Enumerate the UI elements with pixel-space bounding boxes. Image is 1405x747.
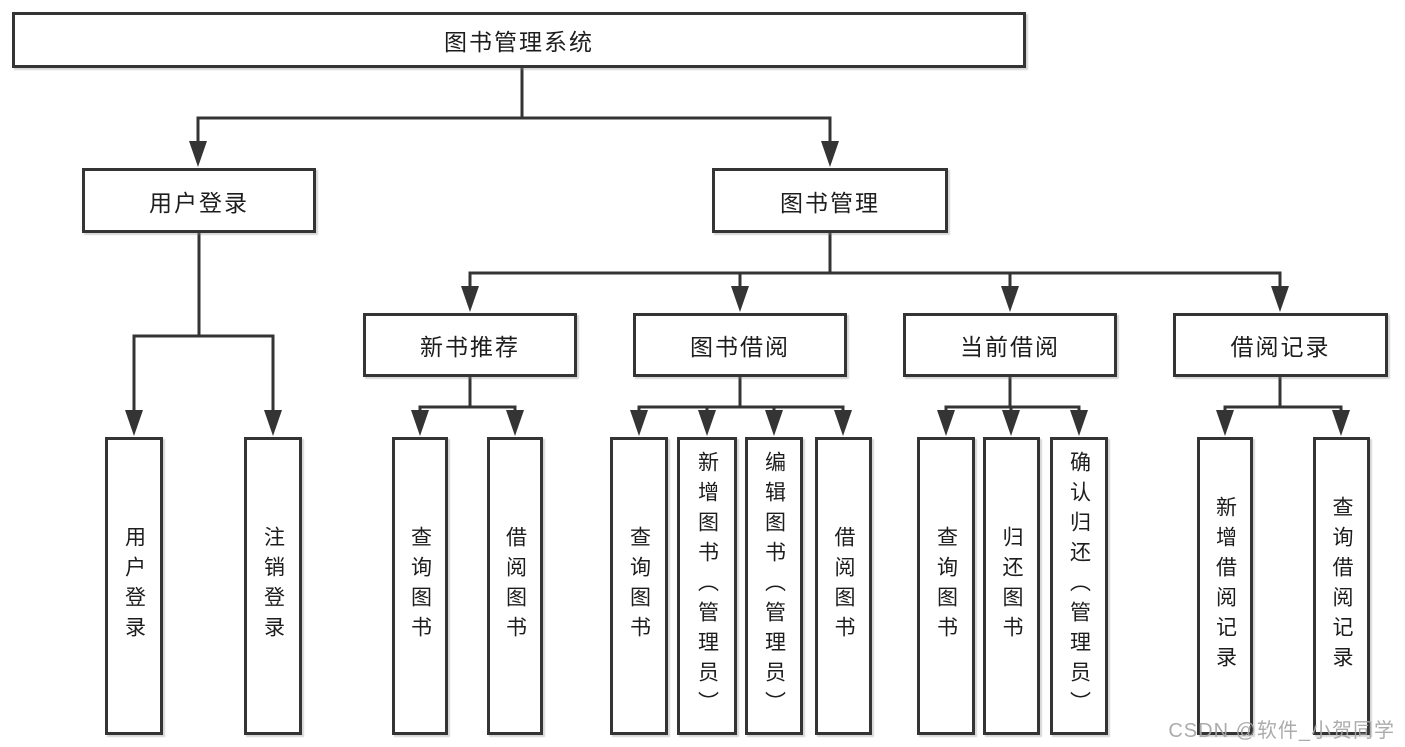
- leaf-label: 查询图书: [408, 526, 432, 646]
- node-label: 当前借阅: [960, 334, 1060, 360]
- leaf-query-books-current: 查询图书: [917, 437, 975, 735]
- leaf-label: 归还图书: [1000, 526, 1023, 646]
- leaf-return-books: 归还图书: [983, 437, 1040, 735]
- node-book-borrow: 图书借阅: [633, 313, 847, 377]
- leaf-label: 注销登录: [261, 526, 285, 646]
- leaf-edit-book-admin: 编辑图书（管理员）: [745, 437, 803, 735]
- leaf-label: 查询借阅记录: [1330, 496, 1353, 676]
- node-current-borrow: 当前借阅: [903, 313, 1117, 377]
- leaf-label: 确认归还（管理员）: [1067, 451, 1091, 721]
- leaf-label: 编辑图书（管理员）: [762, 451, 786, 721]
- node-label: 借阅记录: [1230, 334, 1331, 360]
- node-label: 图书管理系统: [444, 29, 594, 55]
- leaf-borrow-books: 借阅图书: [815, 437, 872, 735]
- leaf-label: 新增借阅记录: [1213, 496, 1237, 676]
- node-book-management: 图书管理: [712, 168, 948, 233]
- node-library-management-system: 图书管理系统: [12, 12, 1026, 68]
- leaf-add-book-admin: 新增图书（管理员）: [677, 437, 737, 735]
- node-label: 用户登录: [149, 189, 249, 216]
- leaf-label: 借阅图书: [832, 526, 855, 646]
- leaf-add-borrow-record: 新增借阅记录: [1197, 437, 1253, 735]
- csdn-watermark: CSDN @软件_小贺同学: [1168, 720, 1395, 742]
- leaf-logout: 注销登录: [244, 437, 302, 735]
- leaf-label: 查询图书: [934, 526, 958, 646]
- leaf-label: 新增图书（管理员）: [695, 451, 719, 721]
- node-borrow-records: 借阅记录: [1173, 313, 1388, 377]
- leaf-query-books-recommend: 查询图书: [392, 437, 448, 735]
- leaf-query-borrow-record: 查询借阅记录: [1313, 437, 1370, 735]
- leaf-label: 用户登录: [122, 526, 146, 646]
- arrowheads: [125, 141, 1350, 436]
- node-label: 图书管理: [780, 189, 880, 216]
- node-new-book-recommend: 新书推荐: [363, 313, 577, 377]
- leaf-label: 借阅图书: [503, 526, 527, 646]
- node-label: 新书推荐: [420, 334, 520, 360]
- leaf-borrow-books-recommend: 借阅图书: [487, 437, 543, 735]
- leaf-confirm-return-admin: 确认归还（管理员）: [1050, 437, 1108, 735]
- node-label: 图书借阅: [690, 334, 790, 360]
- leaf-user-login: 用户登录: [105, 437, 163, 735]
- leaf-label: 查询图书: [627, 526, 651, 646]
- node-user-login: 用户登录: [82, 168, 316, 233]
- leaf-query-books-borrow: 查询图书: [610, 437, 668, 735]
